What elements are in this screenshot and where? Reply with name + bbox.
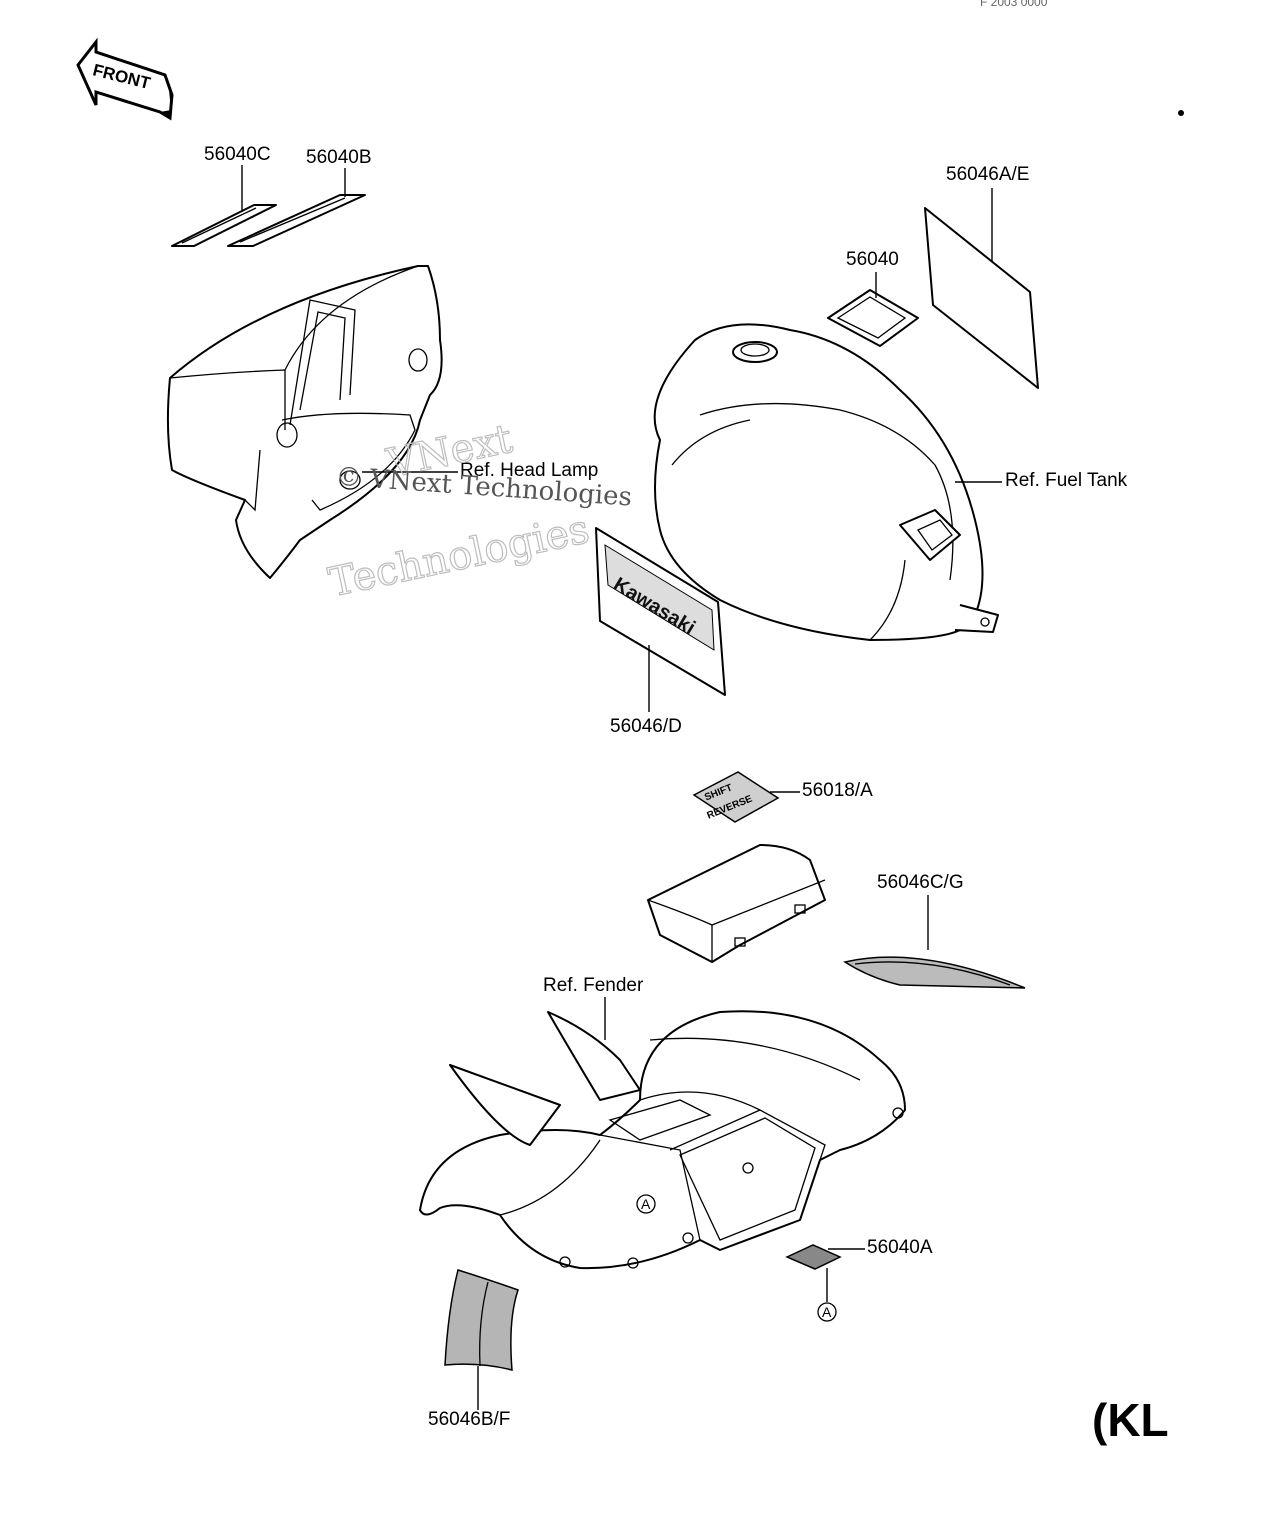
header-fragment: F 2003 0000	[980, 0, 1048, 9]
label-56040: 56040	[846, 249, 899, 270]
decal-56046cg	[843, 956, 1026, 989]
fuel-tank-drawing	[653, 323, 999, 641]
decal-56040	[827, 289, 919, 347]
label-56046bf: 56046B/F	[428, 1409, 510, 1430]
ref-head-lamp-label: Ref. Head Lamp	[460, 460, 598, 481]
label-56046d: 56046/D	[610, 716, 682, 737]
head-lamp-cover-drawing	[166, 265, 443, 579]
decal-56040c	[171, 204, 277, 247]
ref-fuel-tank-label: Ref. Fuel Tank	[1005, 470, 1128, 491]
decal-56046bf	[444, 1269, 519, 1371]
model-code-fragment: (KL	[1092, 1394, 1169, 1446]
tool-box-cover-drawing	[647, 844, 826, 963]
decal-56040a	[785, 1244, 842, 1270]
label-56018a: 56018/A	[802, 780, 873, 801]
decal-56046d: Kawasaki	[595, 527, 726, 696]
dot-mark	[1178, 110, 1184, 116]
callout-a-fender-letter: A	[641, 1196, 651, 1212]
front-arrow-icon: FRONT	[76, 37, 174, 121]
label-56046ae: 56046A/E	[946, 164, 1029, 185]
callout-a-decal-letter: A	[822, 1304, 832, 1320]
rear-fender-drawing	[419, 1010, 906, 1270]
label-56040b: 56040B	[306, 147, 372, 168]
decal-56040b	[227, 194, 366, 247]
decal-56046ae	[924, 207, 1039, 389]
ref-fender-label: Ref. Fender	[543, 975, 644, 996]
watermark-line2: Technologies	[325, 506, 594, 606]
callout-a-decal: A	[817, 1302, 837, 1322]
callout-a-fender: A	[636, 1194, 656, 1214]
label-56046cg: 56046C/G	[877, 872, 964, 893]
label-56040a: 56040A	[867, 1237, 933, 1258]
decal-56018a: SHIFT REVERSE	[692, 771, 780, 823]
label-56040c: 56040C	[204, 144, 271, 165]
